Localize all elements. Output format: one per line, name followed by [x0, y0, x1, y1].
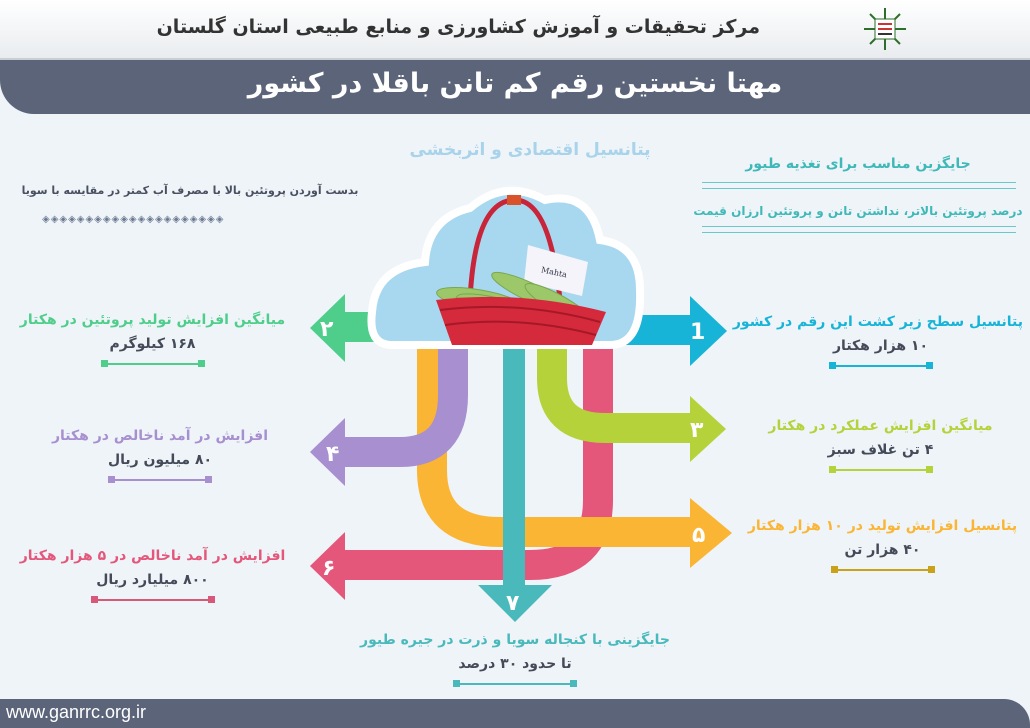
arrow-5-head	[690, 498, 732, 568]
arrow-3-head	[690, 396, 726, 462]
left-note: بدست آوردن پروتئین بالا با مصرف آب کمتر …	[21, 184, 359, 197]
arrow-4-number: ۴	[326, 442, 339, 467]
arrow-6-number: ۶	[322, 556, 335, 581]
arrow-2-number: ۲	[320, 317, 334, 342]
right-note-1: جایگزین مناسب برای تغذیه طیور	[745, 156, 971, 172]
page-title: مهتا نخستین رقم کم تانن باقلا در کشور	[247, 68, 783, 99]
divider	[702, 182, 1016, 189]
item-4-underline	[108, 476, 212, 484]
arrow-7-head	[478, 585, 552, 622]
right-note-2: درصد پروتئین بالاتر، نداشتن تانن و پروتئ…	[693, 204, 1023, 218]
arrow-6-shaft	[343, 345, 613, 580]
item-1-value: ۱۰ هزار هکتار	[833, 338, 928, 354]
arrow-1-head	[690, 296, 727, 366]
arrow-2-head	[310, 294, 345, 362]
item-1: پتانسیل سطح زیر کشت این رقم در کشور ۱۰ ه…	[732, 314, 1023, 370]
item-7-value: تا حدود ۳۰ درصد	[458, 656, 572, 672]
item-4-value: ۸۰ میلیون ریال	[107, 452, 213, 468]
arrow-5-number: ۵	[692, 523, 705, 548]
item-4-heading: افزایش در آمد ناخالص در هکتار	[51, 428, 269, 444]
item-7-underline	[453, 680, 577, 688]
website-link[interactable]: www.ganrrc.org.ir	[6, 702, 147, 722]
item-3-heading: میانگین افزایش عملکرد در هکتار	[768, 418, 993, 434]
item-6: افزایش در آمد ناخالص در ۵ هزار هکتار ۸۰۰…	[5, 548, 300, 604]
item-6-value: ۸۰۰ میلیارد ریال	[96, 572, 209, 588]
item-1-underline	[828, 362, 933, 370]
bean-basket-image: Mahta	[436, 195, 606, 345]
item-5-underline	[830, 566, 935, 574]
divider	[702, 226, 1016, 233]
item-3-value: ۴ تن غلاف سبز	[827, 442, 934, 458]
item-2: میانگین افزایش تولید پروتئین در هکتار ۱۶…	[5, 312, 300, 368]
item-6-heading: افزایش در آمد ناخالص در ۵ هزار هکتار	[19, 548, 286, 564]
header-bar: مرکز تحقیقات و آموزش کشاورزی و منابع طبی…	[0, 0, 1030, 60]
arrow-6-head	[310, 532, 345, 600]
item-3-underline	[828, 466, 933, 474]
arrow-3-number: ۳	[690, 418, 704, 443]
arrow-5-shaft	[417, 345, 692, 547]
section-subtitle: پتانسیل اقتصادی و اثربخشی	[409, 140, 651, 160]
organization-name: مرکز تحقیقات و آموزش کشاورزی و منابع طبی…	[156, 16, 760, 38]
item-2-heading: میانگین افزایش تولید پروتئین در هکتار	[19, 312, 286, 328]
institute-emblem-icon	[864, 8, 906, 50]
arrow-3-shaft	[537, 345, 692, 443]
item-7-heading: جایگزینی با کنجاله سویا و ذرت در جیره طی…	[360, 632, 670, 648]
item-5: پتانسیل افزایش تولید در ۱۰ هزار هکتار ۴۰…	[740, 518, 1025, 574]
item-2-underline	[100, 360, 205, 368]
item-2-value: ۱۶۸ کیلوگرم	[109, 336, 196, 352]
diamond-ornament: ◈◈◈◈◈◈◈◈◈◈◈◈◈◈◈◈◈◈◈◈◈	[42, 214, 225, 225]
item-3: میانگین افزایش عملکرد در هکتار ۴ تن غلاف…	[738, 418, 1023, 474]
item-7: جایگزینی با کنجاله سویا و ذرت در جیره طی…	[345, 632, 685, 688]
item-5-heading: پتانسیل افزایش تولید در ۱۰ هزار هکتار	[747, 518, 1018, 534]
arrow-4-head	[310, 418, 345, 486]
footer-bar: www.ganrrc.org.ir	[0, 699, 1030, 728]
title-banner: مهتا نخستین رقم کم تانن باقلا در کشور	[0, 60, 1030, 114]
item-5-value: ۴۰ هزار تن	[844, 542, 921, 558]
arrow-1-number: 1	[690, 320, 705, 345]
item-4: افزایش در آمد ناخالص در هکتار ۸۰ میلیون …	[20, 428, 300, 484]
item-1-heading: پتانسیل سطح زیر کشت این رقم در کشور	[732, 314, 1023, 330]
arrow-7-number: ۷	[506, 591, 520, 616]
item-6-underline	[90, 596, 215, 604]
arrow-4-shaft	[343, 345, 468, 467]
